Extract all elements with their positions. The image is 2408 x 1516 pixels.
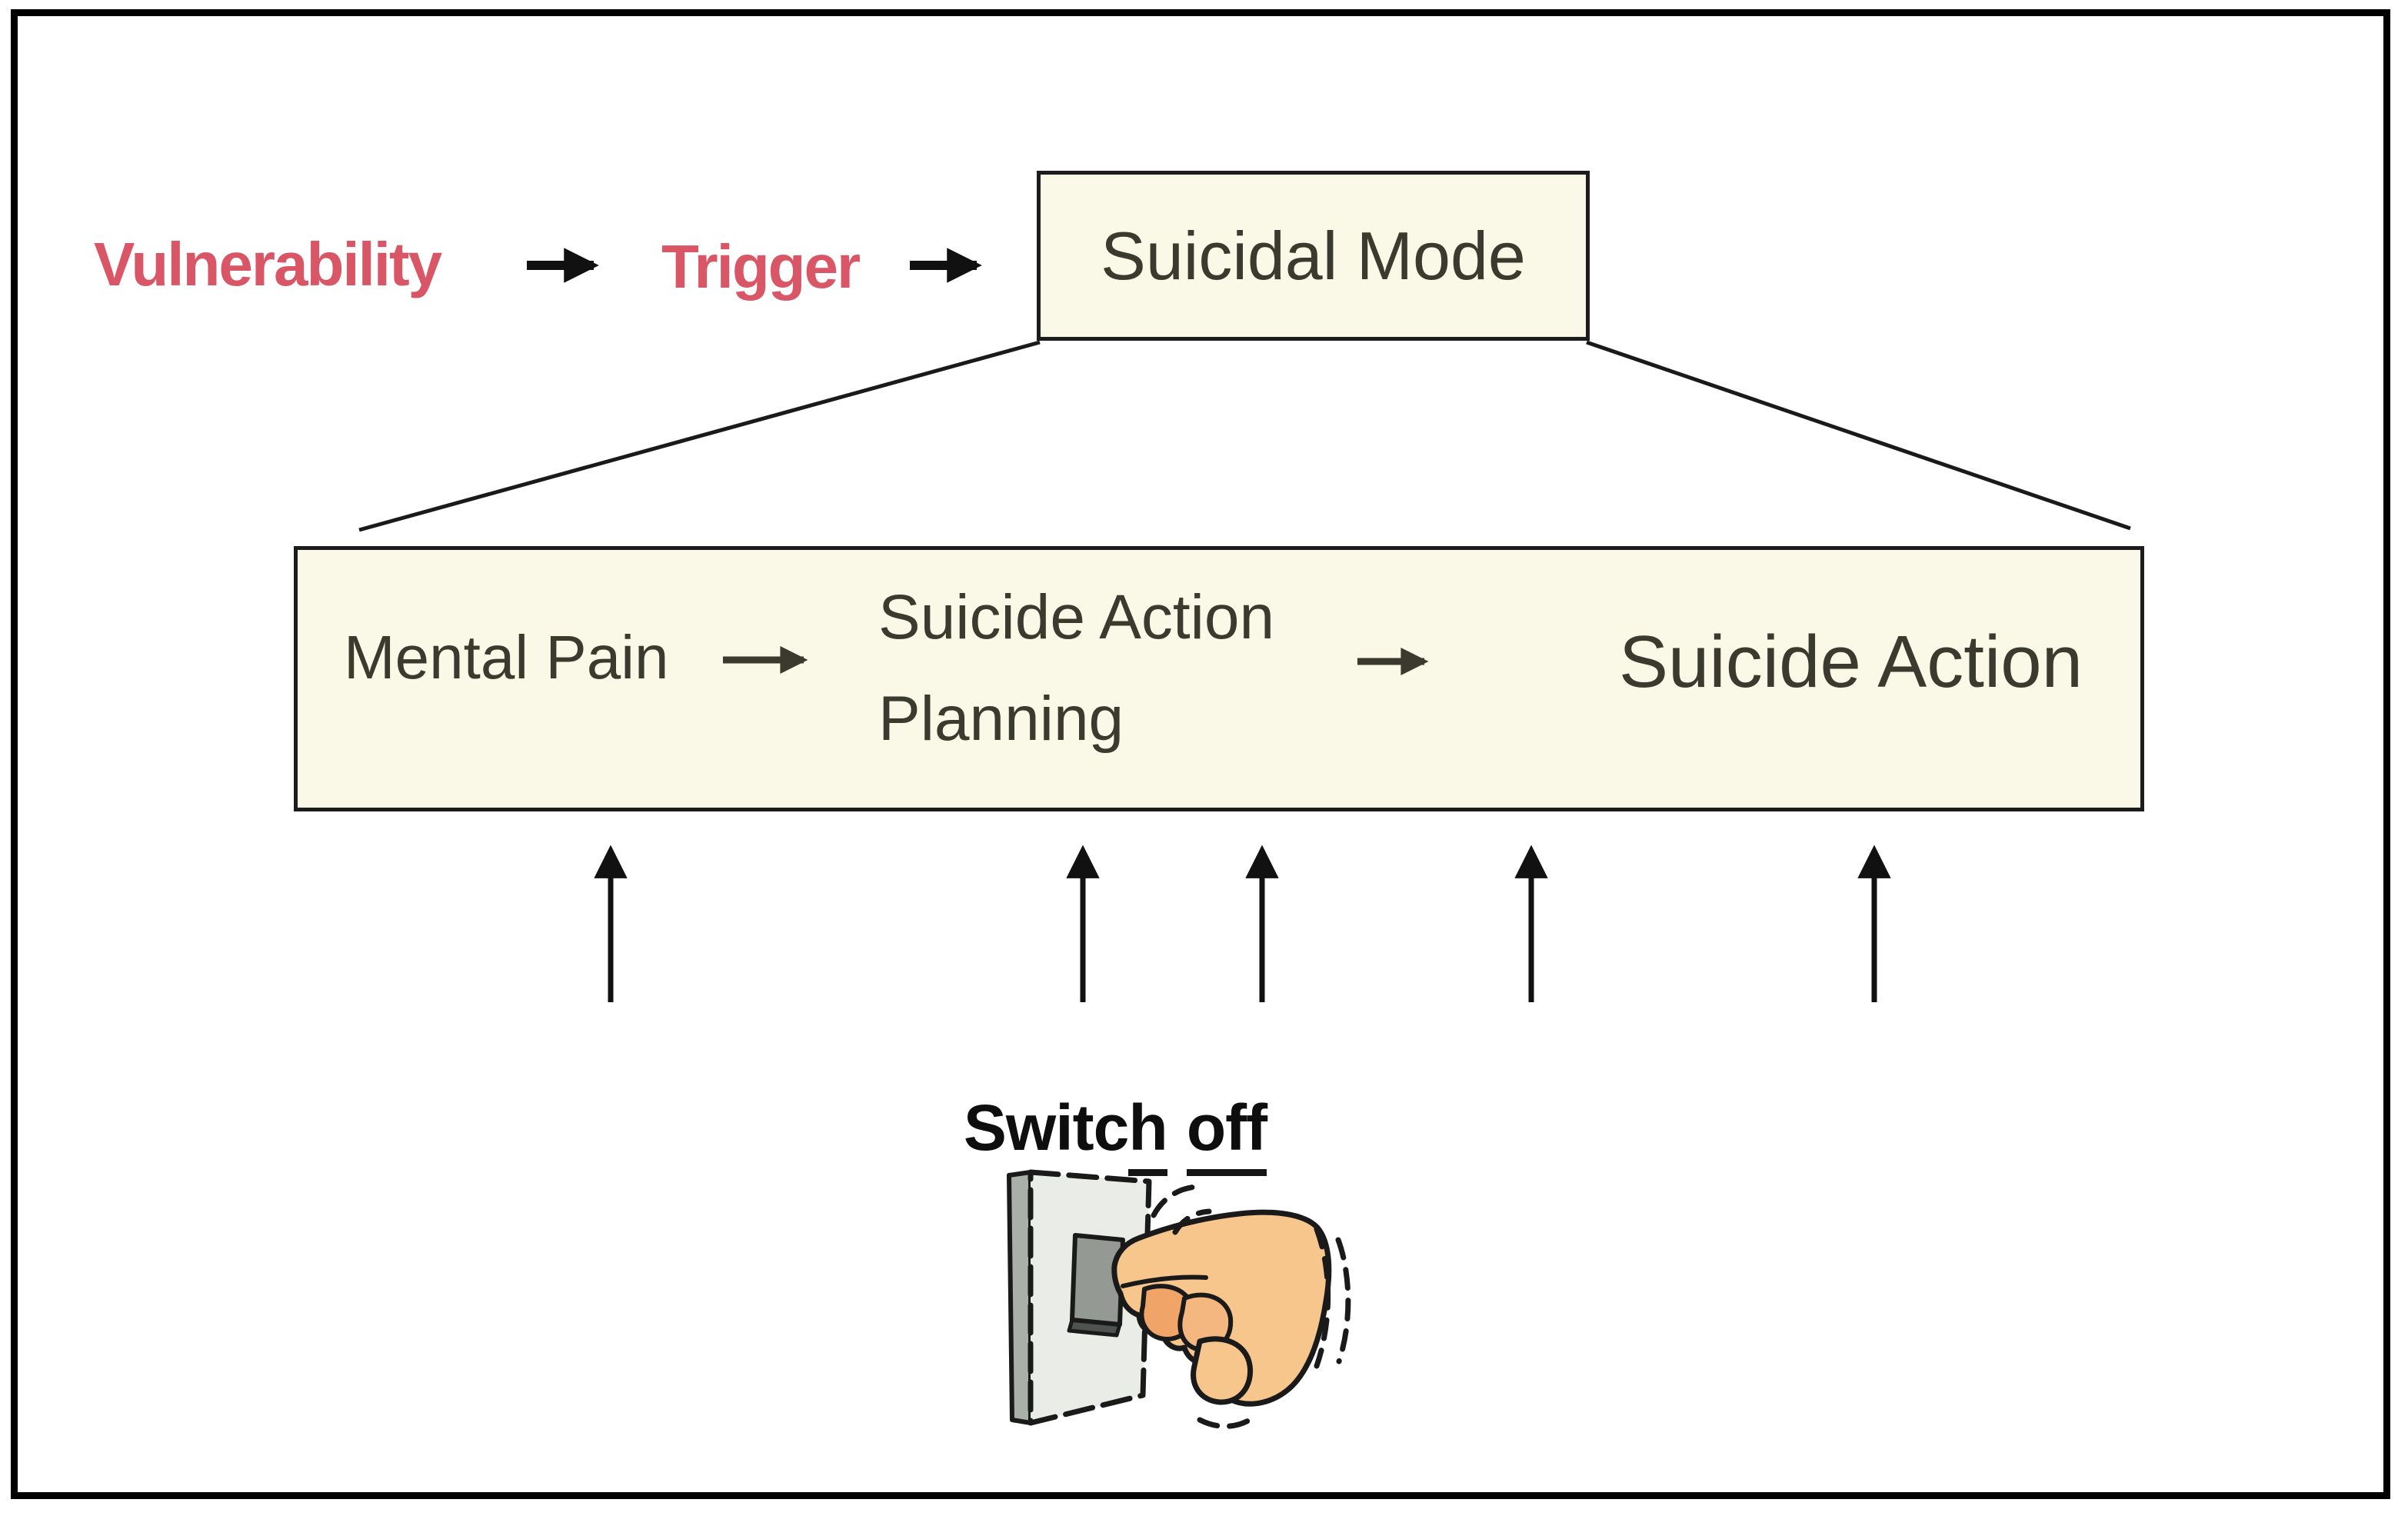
- slide-border-frame: [11, 9, 2390, 1499]
- suicidal-mode-label: Suicidal Mode: [1101, 217, 1526, 294]
- suicide-action-planning-label: Suicide Action Planning: [878, 567, 1274, 770]
- switch-off-part1: Switc: [963, 1091, 1129, 1164]
- switch-off-part3: off: [1186, 1091, 1267, 1176]
- mental-pain-label: Mental Pain: [344, 623, 669, 691]
- switch-off-part2: h: [1128, 1091, 1168, 1176]
- suicide-action-planning-line1: Suicide Action: [878, 582, 1275, 652]
- suicide-action-planning-line2: Planning: [878, 684, 1124, 754]
- suicide-action-label: Suicide Action: [1619, 621, 2083, 703]
- vulnerability-label: Vulnerability: [94, 230, 442, 298]
- suicidal-mode-box: Suicidal Mode: [1037, 171, 1590, 341]
- process-box: [294, 546, 2144, 811]
- trigger-label: Trigger: [661, 232, 861, 301]
